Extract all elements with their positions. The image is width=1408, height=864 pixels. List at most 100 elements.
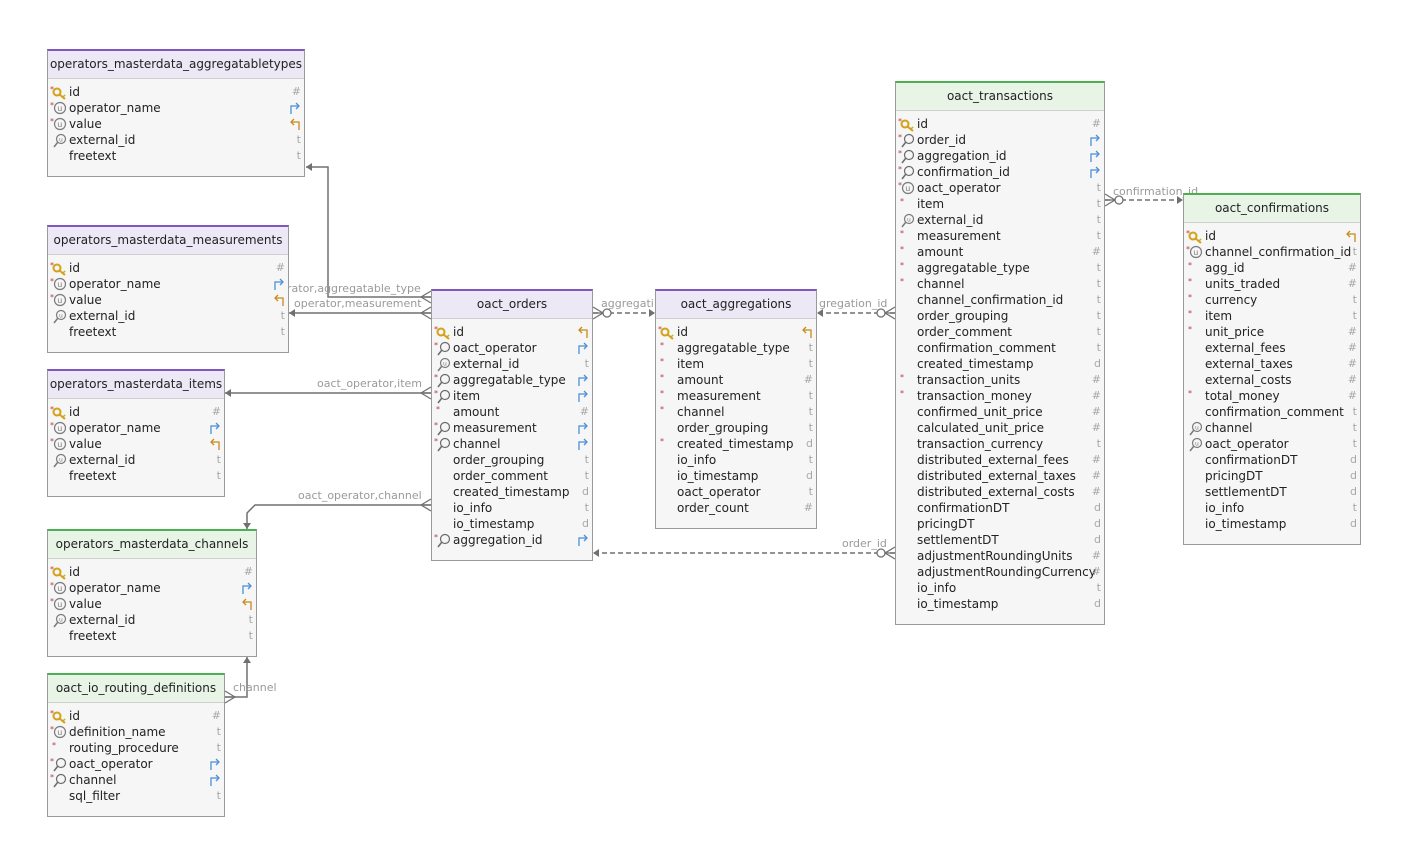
column-row[interactable]: order_count#	[656, 500, 816, 516]
column-row[interactable]: *aggregation_id	[896, 148, 1104, 164]
column-row[interactable]: calculated_unit_price#	[896, 420, 1104, 436]
table-header[interactable]: oact_io_routing_definitions	[48, 675, 224, 703]
column-row[interactable]: external_costs#	[1184, 372, 1360, 388]
column-row[interactable]: *oact_operator	[432, 340, 592, 356]
column-row[interactable]: *oact_operator	[48, 756, 224, 772]
table-header[interactable]: oact_confirmations	[1184, 195, 1360, 223]
column-row[interactable]: *channel	[432, 436, 592, 452]
column-row[interactable]: *transaction_units#	[896, 372, 1104, 388]
column-row[interactable]: *id#	[896, 116, 1104, 132]
column-row[interactable]: adjustmentRoundingCurrency#	[896, 564, 1104, 580]
column-row[interactable]: *measurement	[432, 420, 592, 436]
column-row[interactable]: *item	[432, 388, 592, 404]
column-row[interactable]: distributed_external_taxes#	[896, 468, 1104, 484]
column-row[interactable]: *id	[656, 324, 816, 340]
column-row[interactable]: external_fees#	[1184, 340, 1360, 356]
relation-orders-aggtypes[interactable]: rator,aggregatable_type	[287, 163, 432, 304]
column-row[interactable]: *unit_price#	[1184, 324, 1360, 340]
column-row[interactable]: adjustmentRoundingUnits#	[896, 548, 1104, 564]
table-header[interactable]: operators_masterdata_items	[48, 371, 224, 399]
column-row[interactable]: *amount#	[656, 372, 816, 388]
relation-orders-items[interactable]: oact_operator,item	[225, 377, 432, 400]
column-row[interactable]: *id	[1184, 228, 1360, 244]
table-header[interactable]: operators_masterdata_aggregatabletypes	[48, 51, 304, 79]
column-row[interactable]: *channel	[48, 772, 224, 788]
column-row[interactable]: *id#	[48, 708, 224, 724]
table-aggtypes[interactable]: operators_masterdata_aggregatabletypes *i…	[47, 49, 305, 177]
column-row[interactable]: external_taxes#	[1184, 356, 1360, 372]
table-header[interactable]: oact_orders	[432, 291, 592, 319]
relation-orders-measurements[interactable]: operator,measurement	[289, 297, 432, 320]
column-row[interactable]: *id	[432, 324, 592, 340]
table-header[interactable]: operators_masterdata_measurements	[48, 227, 288, 255]
relation-transactions-confirmations[interactable]: confirmation_id	[1104, 185, 1198, 207]
relation-transactions-aggregations[interactable]: gregation_id	[817, 297, 896, 320]
relation-orders-channels[interactable]: oact_operator,channel	[243, 489, 432, 529]
table-header[interactable]: oact_aggregations	[656, 291, 816, 319]
column-row[interactable]: *amount#	[896, 244, 1104, 260]
column-row[interactable]: *aggregatable_type	[432, 372, 592, 388]
column-row[interactable]: *confirmation_id	[896, 164, 1104, 180]
column-row[interactable]: *id#	[48, 260, 288, 276]
relation-routing-channels[interactable]: channel	[224, 657, 277, 704]
table-header[interactable]: oact_transactions	[896, 83, 1104, 111]
column-row[interactable]: *id#	[48, 564, 256, 580]
column-row[interactable]: *id#	[48, 84, 304, 100]
relation-transactions-orders[interactable]: order_id	[593, 537, 896, 560]
